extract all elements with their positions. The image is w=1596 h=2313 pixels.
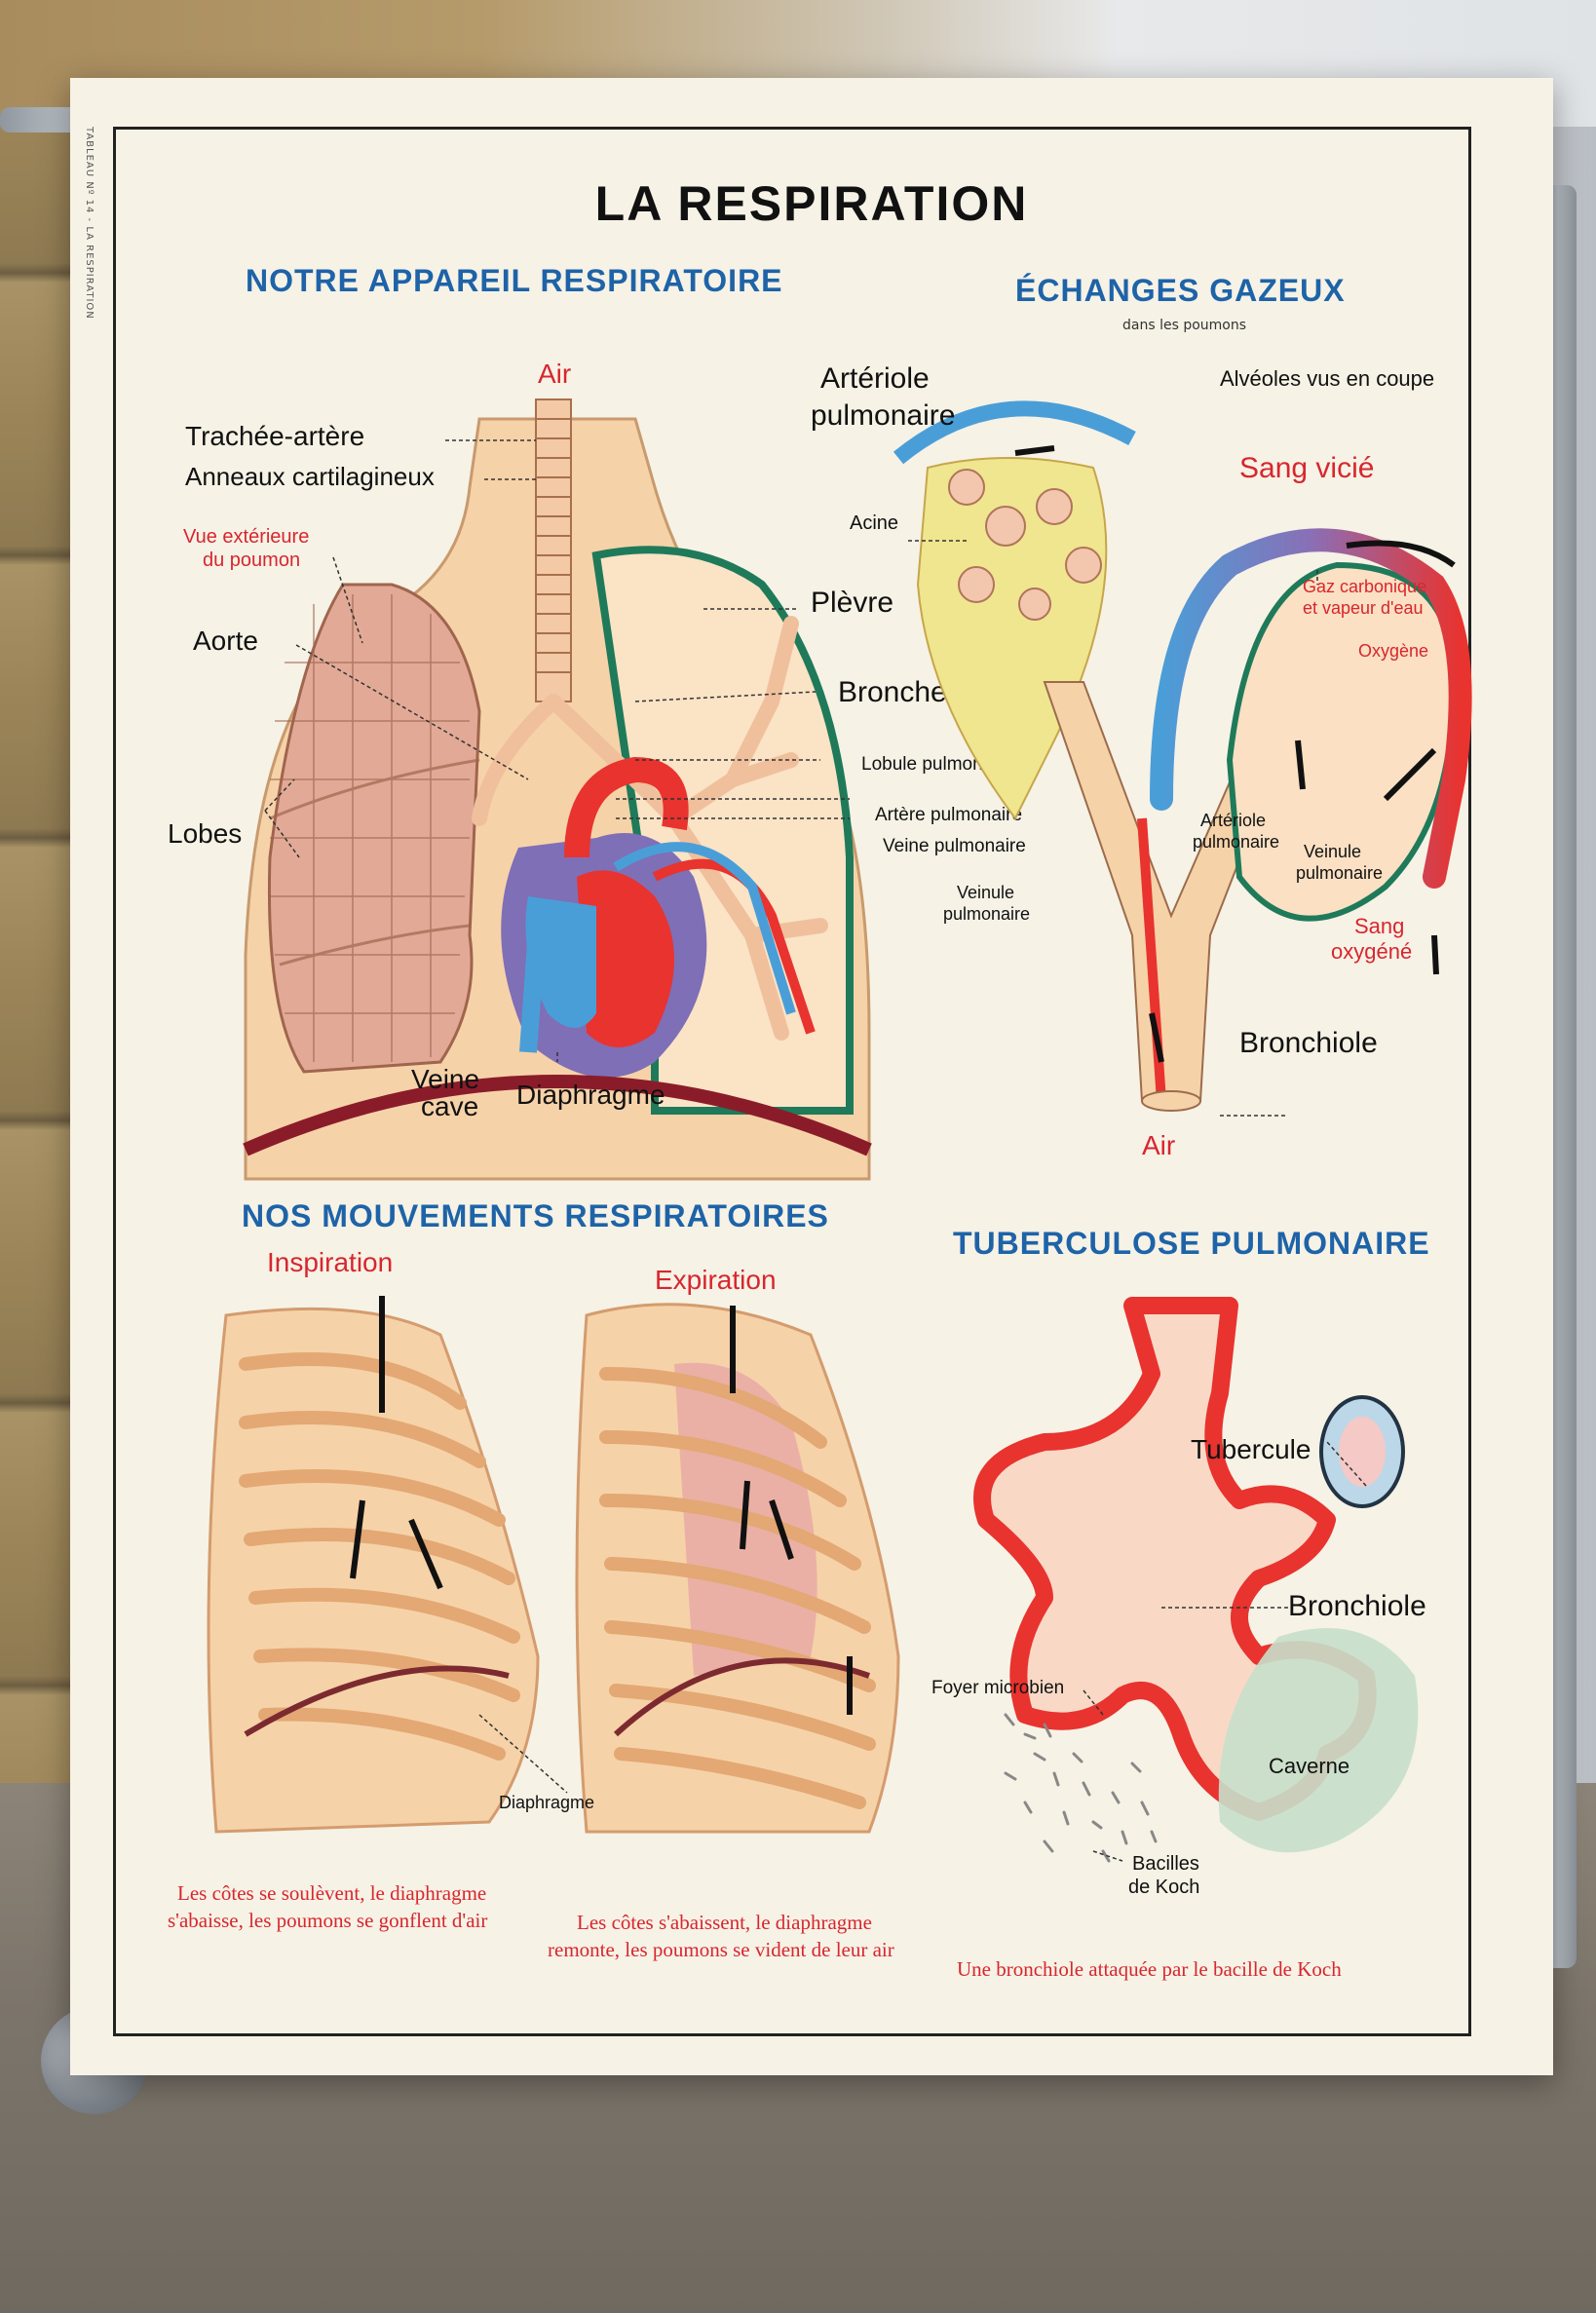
poster: TABLEAU Nº 14 - LA RESPIRATION LA RESPIR… [70, 78, 1553, 2075]
section-title-apparatus: NOTRE APPAREIL RESPIRATOIRE [246, 263, 783, 298]
sang-oxygene-label-1: Sang [1354, 914, 1405, 938]
capillary [1150, 528, 1472, 889]
trachea [535, 398, 572, 702]
poster-frame [113, 127, 1471, 2036]
foyer-label: Foyer microbien [931, 1678, 1065, 1698]
bacilles-label-1: Bacilles [1132, 1853, 1199, 1875]
tb-bronchiole-label: Bronchiole [1288, 1590, 1426, 1622]
movements-diaphragm-label: Diaphragme [499, 1793, 595, 1812]
acine-yellow [916, 457, 1108, 820]
expiration-label: Expiration [655, 1265, 777, 1295]
arteriole-label-2: pulmonaire [811, 399, 956, 432]
alveoli-label: Alvéoles vus en coupe [1220, 366, 1435, 391]
venule-left-label-2: pulmonaire [943, 904, 1031, 924]
tubercule-label: Tubercule [1191, 1434, 1311, 1464]
ribs-inspiration [239, 1352, 520, 1761]
artery-label: Artère pulmonaire [875, 805, 1023, 825]
caption-expiration-2: remonte, les poumons se vident de leur a… [548, 1938, 894, 1961]
lobes-label: Lobes [168, 818, 243, 849]
caverne-label: Caverne [1269, 1754, 1350, 1778]
vena-label-2: cave [421, 1091, 479, 1121]
arteriole-arc [893, 400, 1136, 465]
venule-right-label-2: pulmonaire [1296, 863, 1384, 883]
vein-label: Veine pulmonaire [883, 836, 1026, 856]
caption-inspiration-2: s'abaisse, les poumons se gonflent d'air [168, 1909, 488, 1932]
pleura-label: Plèvre [811, 587, 894, 619]
sang-oxygene-label-2: oxygéné [1331, 939, 1413, 964]
caption-expiration-1: Les côtes s'abaissent, le diaphragme [577, 1911, 872, 1934]
tuberculosis-caption: Une bronchiole attaquée par le bacille d… [957, 1957, 1342, 1981]
venule-left-label-1: Veinule [957, 883, 1015, 902]
movements-diagram [207, 1296, 900, 1834]
diaphragm-label: Diaphragme [516, 1080, 665, 1110]
arteriole-label-1: Artériole [820, 362, 930, 395]
ribs-expiration [599, 1367, 876, 1809]
acine-label: Acine [850, 512, 899, 534]
section-title-exchange: ÉCHANGES GAZEUX [1015, 273, 1346, 308]
poster-title: LA RESPIRATION [594, 176, 1029, 231]
exterior-label-1: Vue extérieure [183, 526, 310, 548]
bacilles-label-2: de Koch [1128, 1877, 1200, 1898]
torso-inspiration [207, 1307, 540, 1834]
exchange-diagram [893, 400, 1472, 1117]
bronchiole-label: Bronchiole [1239, 1027, 1378, 1059]
inspiration-label: Inspiration [267, 1247, 394, 1277]
bacilli [1004, 1713, 1158, 1863]
aorta-label: Aorte [193, 626, 258, 656]
sang-vicie-label: Sang vicié [1239, 452, 1375, 484]
caverne-shape [1218, 1628, 1419, 1853]
gaz-label-1: Gaz carbonique [1303, 577, 1427, 596]
section-title-tuberculosis: TUBERCULOSE PULMONAIRE [953, 1226, 1430, 1261]
section-title-movements: NOS MOUVEMENTS RESPIRATOIRES [242, 1198, 829, 1233]
tuberculosis-diagram [973, 1297, 1419, 1863]
arteriole-bottom-label-2: pulmonaire [1193, 832, 1280, 852]
arteriole-bottom-label-1: Artériole [1200, 811, 1267, 830]
exchange-air-label: Air [1142, 1130, 1176, 1160]
oxygene-label: Oxygène [1358, 641, 1429, 661]
apparatus-diagram [243, 398, 872, 1181]
caption-inspiration-1: Les côtes se soulèvent, le diaphragme [177, 1881, 487, 1905]
venule-right-label-1: Veinule [1304, 842, 1362, 861]
rings-label: Anneaux cartilagineux [185, 462, 435, 491]
trachea-label: Trachée-artère [185, 421, 365, 451]
vena-label-1: Veine [411, 1064, 480, 1094]
diaphragm-arc [243, 1075, 872, 1156]
apparatus-air-label: Air [538, 359, 572, 389]
exterior-label-2: du poumon [203, 550, 301, 571]
exchange-subtitle: dans les poumons [1122, 318, 1247, 333]
gaz-label-2: et vapeur d'eau [1303, 598, 1424, 618]
aorta-vessel [564, 756, 689, 858]
